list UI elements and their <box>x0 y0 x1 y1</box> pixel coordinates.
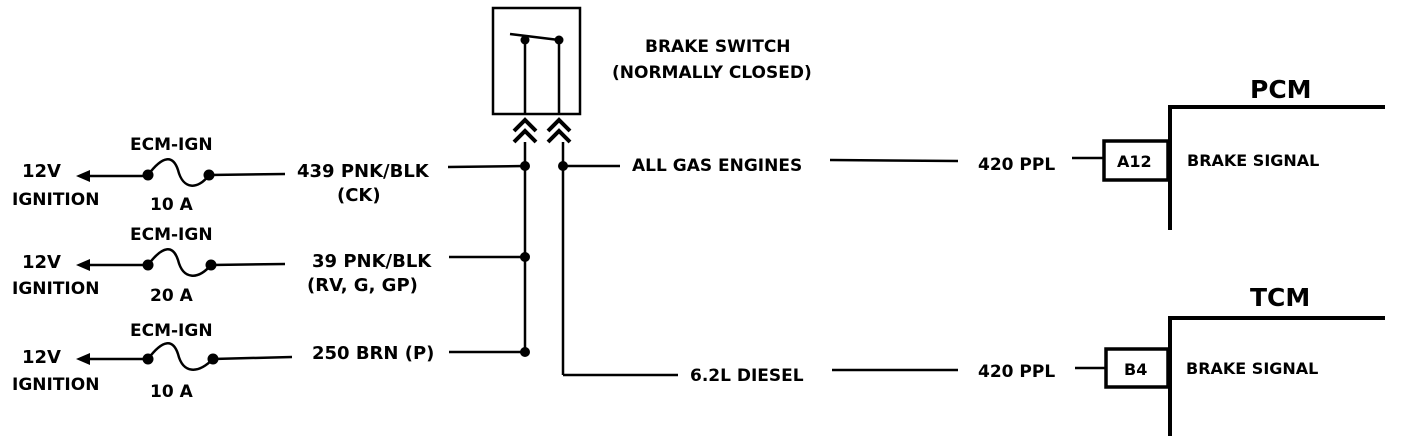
feed-2-wire: 39 PNK/BLK <box>312 251 432 272</box>
feed-2-voltage: 12V <box>22 252 61 273</box>
feed-2-fuse-name: ECM-IGN <box>130 225 213 245</box>
output-1-engine: ALL GAS ENGINES <box>632 156 802 176</box>
arrow-left-icon <box>76 170 90 182</box>
tcm-module-outline <box>1168 316 1385 436</box>
feed-3-fuse-rating: 10 A <box>150 382 194 402</box>
output-1: ALL GAS ENGINES 420 PPL A12 PCM BRAKE SI… <box>563 75 1385 230</box>
pcm-module-title: PCM <box>1250 75 1312 104</box>
output-2-engine: 6.2L DIESEL <box>690 366 804 386</box>
feed-2-source: IGNITION <box>12 279 99 299</box>
output-1-signal: BRAKE SIGNAL <box>1187 151 1319 170</box>
output-1-pin: A12 <box>1117 152 1152 171</box>
feed-2-fuse-rating: 20 A <box>150 286 194 306</box>
brake-switch-title: BRAKE SWITCH <box>645 37 791 57</box>
feed-3-wire: 250 BRN (P) <box>312 343 434 364</box>
feed-1-voltage: 12V <box>22 161 61 182</box>
feed-1-applies-to: (CK) <box>337 185 381 206</box>
output-2-signal: BRAKE SIGNAL <box>1186 359 1318 378</box>
feed-1: 12V IGNITION ECM-IGN 10 A 439 PNK/BLK (C… <box>12 135 526 215</box>
feed-3-source: IGNITION <box>12 375 99 395</box>
arrow-left-icon <box>76 259 90 271</box>
output-2-pin: B4 <box>1124 360 1147 379</box>
feed-2-applies-to: (RV, G, GP) <box>307 275 418 296</box>
tcm-pin-box <box>1104 347 1170 389</box>
brake-switch-contact <box>509 32 564 114</box>
feed-1-source: IGNITION <box>12 190 99 210</box>
tcm-module-title: TCM <box>1250 283 1310 312</box>
feed-3-fuse-name: ECM-IGN <box>130 321 213 341</box>
fuse-icon <box>147 158 211 187</box>
brake-switch-box <box>491 6 582 116</box>
feed-2: 12V IGNITION ECM-IGN 20 A 39 PNK/BLK (RV… <box>12 225 525 306</box>
feed-1-fuse-name: ECM-IGN <box>130 135 213 155</box>
feed-1-wire: 439 PNK/BLK <box>297 161 430 182</box>
brake-switch-subtitle: (NORMALLY CLOSED) <box>612 63 812 83</box>
output-2-wire: 420 PPL <box>978 362 1055 382</box>
connector-chevrons <box>512 117 572 144</box>
feed-3-voltage: 12V <box>22 347 61 368</box>
output-2: 6.2L DIESEL 420 PPL B4 TCM BRAKE SIGNAL <box>563 283 1385 436</box>
pcm-pin-box <box>1102 139 1170 182</box>
feed-3: 12V IGNITION ECM-IGN 10 A 250 BRN (P) <box>12 321 525 402</box>
output-1-wire: 420 PPL <box>978 155 1055 175</box>
feed-1-fuse-rating: 10 A <box>150 195 194 215</box>
fuse-icon <box>147 342 214 371</box>
pcm-module-outline <box>1168 105 1385 230</box>
fuse-icon <box>147 248 212 277</box>
arrow-left-icon <box>76 353 90 365</box>
